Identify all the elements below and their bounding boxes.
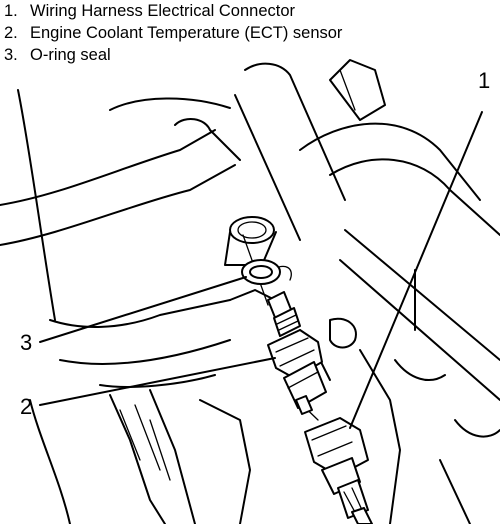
engine-background-lines <box>0 59 500 524</box>
callout-1: 1 <box>478 68 491 93</box>
wiring-harness-connector <box>304 417 373 524</box>
legend-text: Engine Coolant Temperature (ECT) sensor <box>30 24 343 42</box>
legend-item-1: 1. Wiring Harness Electrical Connector <box>4 0 500 22</box>
o-ring-seal <box>241 259 281 285</box>
parts-legend: 1. Wiring Harness Electrical Connector 2.… <box>4 0 500 66</box>
legend-item-2: 2. Engine Coolant Temperature (ECT) senso… <box>4 22 500 44</box>
callout-2: 2 <box>20 394 33 419</box>
callout-3: 3 <box>20 330 33 355</box>
legend-text: Wiring Harness Electrical Connector <box>30 2 296 20</box>
legend-number: 1. <box>4 2 18 20</box>
leader-line-3 <box>39 276 247 343</box>
legend-number: 3. <box>4 46 18 64</box>
legend-number: 2. <box>4 24 18 42</box>
leader-line-2 <box>39 357 276 406</box>
legend-item-3: 3. O-ring seal <box>4 44 500 66</box>
legend-text: O-ring seal <box>30 46 111 64</box>
leader-line-1 <box>349 111 483 429</box>
ect-sensor <box>267 291 327 415</box>
